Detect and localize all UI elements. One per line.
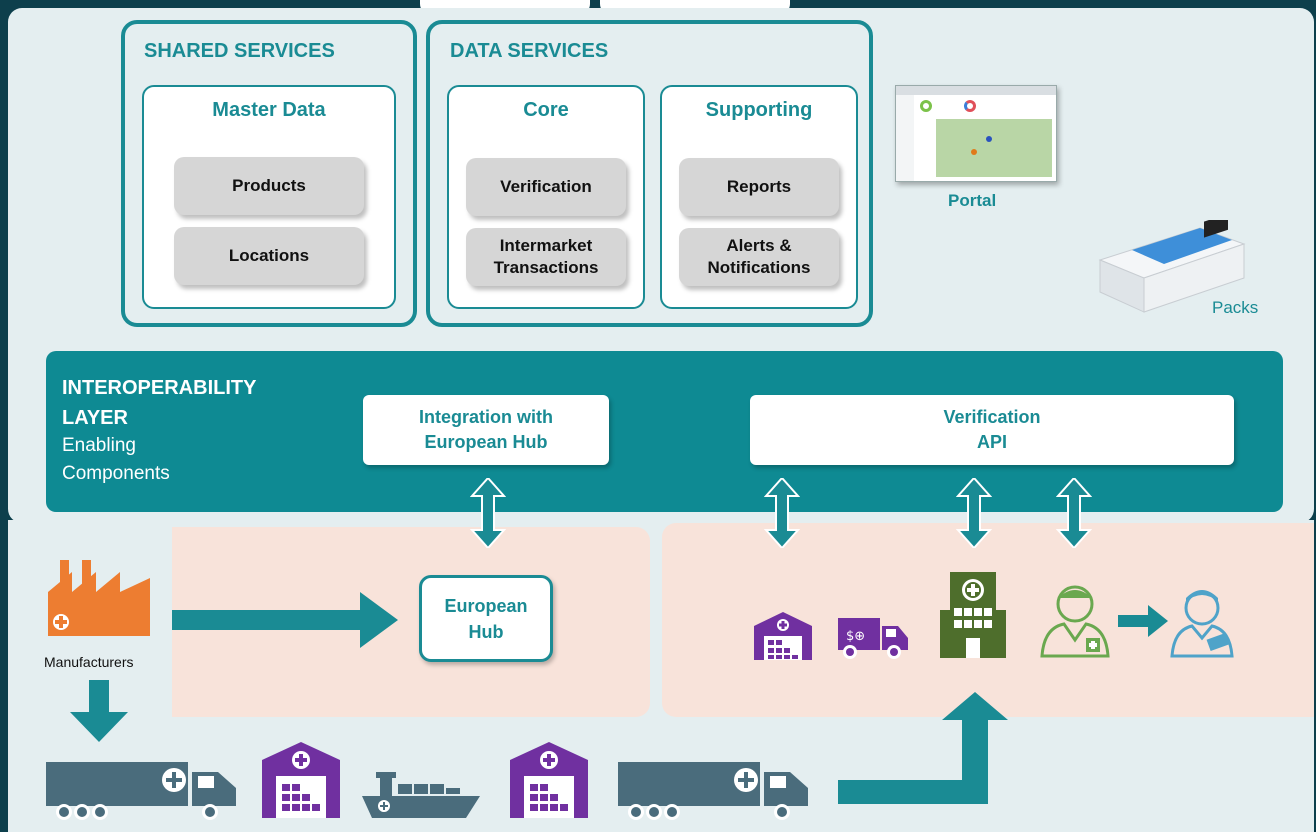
purple-van-icon: $⊕ — [838, 618, 908, 659]
double-arrow-hub — [470, 478, 506, 548]
truck-icon-1 — [46, 762, 236, 820]
shared-services-box: SHARED SERVICES Master Data Products Loc… — [121, 20, 417, 327]
api-line-2: API — [976, 432, 1007, 452]
supporting-box: Supporting Reports Alerts & Notification… — [660, 85, 858, 309]
integration-line-1: Integration with — [419, 407, 553, 427]
doctor-icon — [1040, 585, 1110, 658]
interoperability-layer: INTEROPERABILITY LAYER Enabling Componen… — [46, 351, 1283, 512]
double-arrow-api-2 — [956, 478, 992, 548]
european-hub-box[interactable]: European Hub — [419, 575, 553, 662]
verification-button[interactable]: Verification — [466, 158, 626, 216]
data-services-title: DATA SERVICES — [450, 40, 609, 62]
portal-label: Portal — [948, 191, 997, 210]
double-arrow-api-1 — [764, 478, 800, 548]
packs-label: Packs — [1212, 298, 1259, 317]
svg-text:$⊕: $⊕ — [846, 629, 865, 644]
interop-sub-2: Components — [62, 463, 170, 484]
shared-services-title: SHARED SERVICES — [144, 40, 335, 62]
alerts-label: Alerts & — [726, 236, 792, 255]
manufacturers-label: Manufacturers — [44, 654, 134, 670]
arrow-down-manufacturers — [70, 680, 128, 742]
core-title: Core — [523, 99, 569, 121]
hub-line-2: Hub — [468, 621, 504, 642]
arrow-to-hub — [172, 592, 398, 648]
patient-icon — [1170, 590, 1234, 658]
supporting-title: Supporting — [705, 99, 813, 121]
interop-title-2: LAYER — [62, 407, 128, 429]
notifications-label: Notifications — [707, 258, 811, 277]
warehouse-icon-2 — [510, 742, 588, 818]
master-data-box: Master Data Products Locations — [142, 85, 396, 309]
reports-button[interactable]: Reports — [679, 158, 839, 216]
arrow-to-hospital — [838, 692, 1008, 804]
factory-icon — [48, 560, 150, 636]
portal-screenshot[interactable] — [895, 85, 1057, 182]
integration-european-hub-button[interactable]: Integration with European Hub — [363, 395, 609, 465]
master-data-title: Master Data — [212, 99, 326, 121]
alerts-notifications-button[interactable]: Alerts & Notifications — [679, 228, 839, 286]
warehouse-icon-1 — [262, 742, 340, 818]
ship-icon — [362, 772, 480, 818]
locations-button[interactable]: Locations — [174, 227, 364, 285]
pack-box-icon — [1098, 220, 1246, 313]
arrow-doctor-to-patient — [1118, 605, 1168, 637]
transactions-label: Transactions — [493, 258, 599, 277]
api-line-1: Verification — [943, 407, 1041, 427]
truck-icon-2 — [618, 762, 808, 820]
intermarket-transactions-button[interactable]: Intermarket Transactions — [466, 228, 626, 286]
intermarket-label: Intermarket — [499, 236, 593, 255]
double-arrow-api-3 — [1056, 478, 1092, 548]
integration-line-2: European Hub — [424, 432, 548, 452]
interop-title-1: INTEROPERABILITY — [62, 377, 257, 399]
purple-warehouse-icon — [754, 612, 812, 660]
data-services-box: DATA SERVICES Core Verification Intermar… — [426, 20, 873, 327]
products-button[interactable]: Products — [174, 157, 364, 215]
hub-line-1: European — [444, 595, 528, 616]
interop-sub-1: Enabling — [62, 435, 136, 456]
core-box: Core Verification Intermarket Transactio… — [447, 85, 645, 309]
hospital-icon — [940, 572, 1006, 658]
verification-api-button[interactable]: Verification API — [750, 395, 1234, 465]
